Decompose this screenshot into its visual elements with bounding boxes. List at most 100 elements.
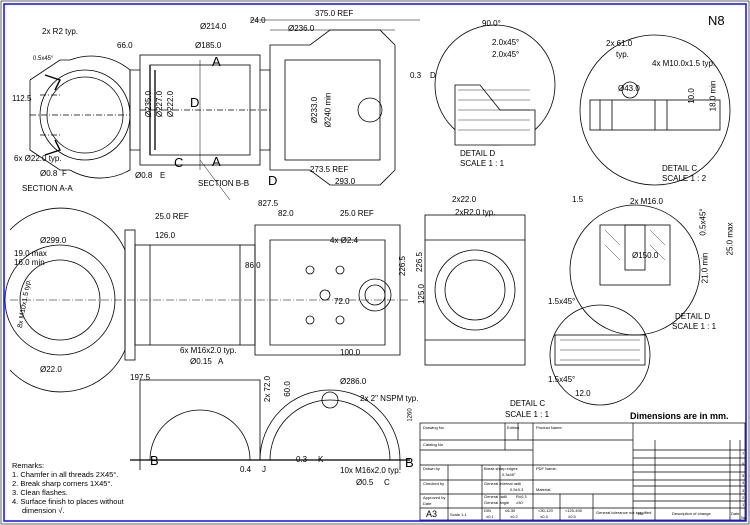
side-view (424, 214, 526, 366)
dim-label: 16.0 min (14, 258, 45, 267)
dim-label: 293.0 (335, 177, 356, 186)
dim-label: 126.0 (155, 231, 176, 240)
detail-title: DETAIL C (510, 399, 546, 408)
dim-label: 273.5 REF (310, 165, 349, 174)
tb-pdf-name: PDF Name: (536, 466, 557, 471)
dim-label: 12.0 (575, 389, 591, 398)
dim-label: 2x22.0 (452, 195, 477, 204)
dim-label: 226.5 (398, 255, 408, 277)
tb-tolerance: ±0.5 (568, 514, 576, 519)
section-mark-b: B (150, 453, 159, 468)
dim-label: Ø236.0 (288, 24, 315, 33)
tb-general-tolerance: General tolerance not specified (596, 510, 652, 515)
dim-label: 112.5 (12, 94, 32, 103)
detail-mark-d: D (190, 95, 200, 110)
tb-catalog-no: Catalog No (423, 442, 444, 447)
tb-scale: Scale 1:1 (450, 512, 467, 517)
gdt-frame: 0.4 (240, 465, 252, 474)
tb-general-radii: General radii (484, 494, 507, 499)
tb-tolerance: ±0.2 (510, 514, 518, 519)
gdt-frame: Ø0.8 (40, 169, 58, 178)
dim-label: 197.5 (130, 373, 151, 382)
section-b-b-title: SECTION B-B (198, 179, 250, 188)
tb-internal-radii-value: 0.5±0.3 (510, 487, 524, 492)
tb-din: DIN (484, 508, 491, 513)
section-mark-a: A (212, 154, 221, 169)
dim-label: 0.5x45° (33, 56, 54, 62)
dim-label: 375.0 REF (315, 9, 354, 18)
dim-label: 82.0 (278, 209, 294, 218)
tb-revision: 4 (742, 480, 745, 485)
tb-break-sharp: Break sharp edges (484, 466, 518, 471)
detail-mark-d: D (268, 173, 278, 188)
dim-label: 10.0 (686, 88, 696, 104)
dim-label: 25.0 REF (155, 212, 189, 221)
remark-item: 4. Surface finish to places without (12, 497, 124, 506)
dim-label: 18.0 min (708, 80, 718, 112)
tb-revision: 2 (742, 495, 745, 500)
dimensions-note: Dimensions are in mm. (630, 411, 729, 421)
tb-material: Material: (536, 487, 552, 492)
dim-label: Ø22.0 (40, 365, 62, 374)
dim-label: 2.0x45° (492, 38, 520, 47)
tb-revision: 3 (742, 488, 745, 493)
tb-tolerance: ±0.3 (540, 514, 548, 519)
detail-mark-c: C (174, 155, 184, 170)
remark-item: 1. Chamfer in all threads 2X45°. (12, 470, 119, 479)
gdt-frame: Ø0.5 (356, 478, 374, 487)
tb-checked-by: Checked by (423, 481, 445, 486)
datum-label: D (430, 71, 436, 80)
dim-label: 66.0 (117, 41, 133, 50)
detail-scale: SCALE 1 : 2 (662, 174, 707, 183)
detail-title: DETAIL D (675, 312, 711, 321)
dim-label: 2xR2.0 typ. (455, 208, 496, 217)
dim-label: Ø214.0 (200, 22, 227, 31)
datum-label: J (262, 465, 266, 474)
detail-scale: SCALE 1 : 1 (460, 159, 505, 168)
dim-label: Ø222.0 (166, 90, 176, 118)
datum-label: E (160, 171, 166, 180)
dim-label: 1.5x45° (548, 297, 576, 306)
dim-label: 2x 61.0 (606, 39, 633, 48)
dim-label: 2x M16.0 (630, 197, 663, 206)
tb-radii-value: R±0.3 (516, 494, 527, 499)
tb-drawn-by: Drawn by (423, 466, 440, 471)
dim-label: 4x Ø2.4 (330, 236, 359, 245)
tb-tolerance: ±0.1 (486, 514, 494, 519)
tb-range: <120-400 (565, 508, 583, 513)
dim-label: 25.0 max (725, 222, 735, 256)
dim-label: Ø185.0 (195, 41, 222, 50)
dim-label: 60.0 (282, 381, 292, 397)
dim-label: 2x 72.0 (263, 375, 273, 403)
dim-label: Ø235.0 (144, 90, 154, 118)
detail-title: DETAIL C (662, 164, 698, 173)
dim-label: 24.0 (250, 16, 266, 25)
tb-side-stamp: 1260 (407, 408, 414, 422)
dim-label: 125.0 (417, 283, 427, 305)
remark-item: dimension √. (22, 506, 65, 515)
dim-label: 25.0 REF (340, 209, 374, 218)
tb-sheet-size: A3 (426, 509, 438, 519)
detail-c-top-view (579, 34, 731, 186)
front-view (4, 207, 410, 393)
surface-finish-symbol: N8 (708, 13, 725, 28)
tb-rev-desc-header: Description of change (672, 511, 711, 516)
bottom-view (130, 379, 410, 470)
tb-rev-date-header: Date (731, 511, 740, 516)
tb-edition: Edition (507, 425, 520, 430)
dim-label: 90.0° (482, 19, 501, 28)
tb-angle-value: ±30' (516, 500, 524, 505)
detail-d-top-view (434, 24, 556, 146)
tb-rev-no2-header: No. (741, 515, 748, 520)
remark-item: 3. Clean flashes. (12, 488, 68, 497)
dim-label: Ø233.0 (310, 96, 320, 124)
dim-label: 4x M10.0x1.5 typ. (652, 59, 716, 68)
datum-label: C (384, 478, 390, 487)
dim-label: Ø299.0 (40, 236, 67, 245)
dim-label: typ. (616, 50, 629, 59)
dim-label: 2x R2 typ. (42, 27, 79, 36)
dim-label: Ø43.0 (618, 84, 640, 93)
dim-label: 827.5 (258, 199, 279, 208)
dim-label: 0.5x45° (698, 208, 708, 236)
